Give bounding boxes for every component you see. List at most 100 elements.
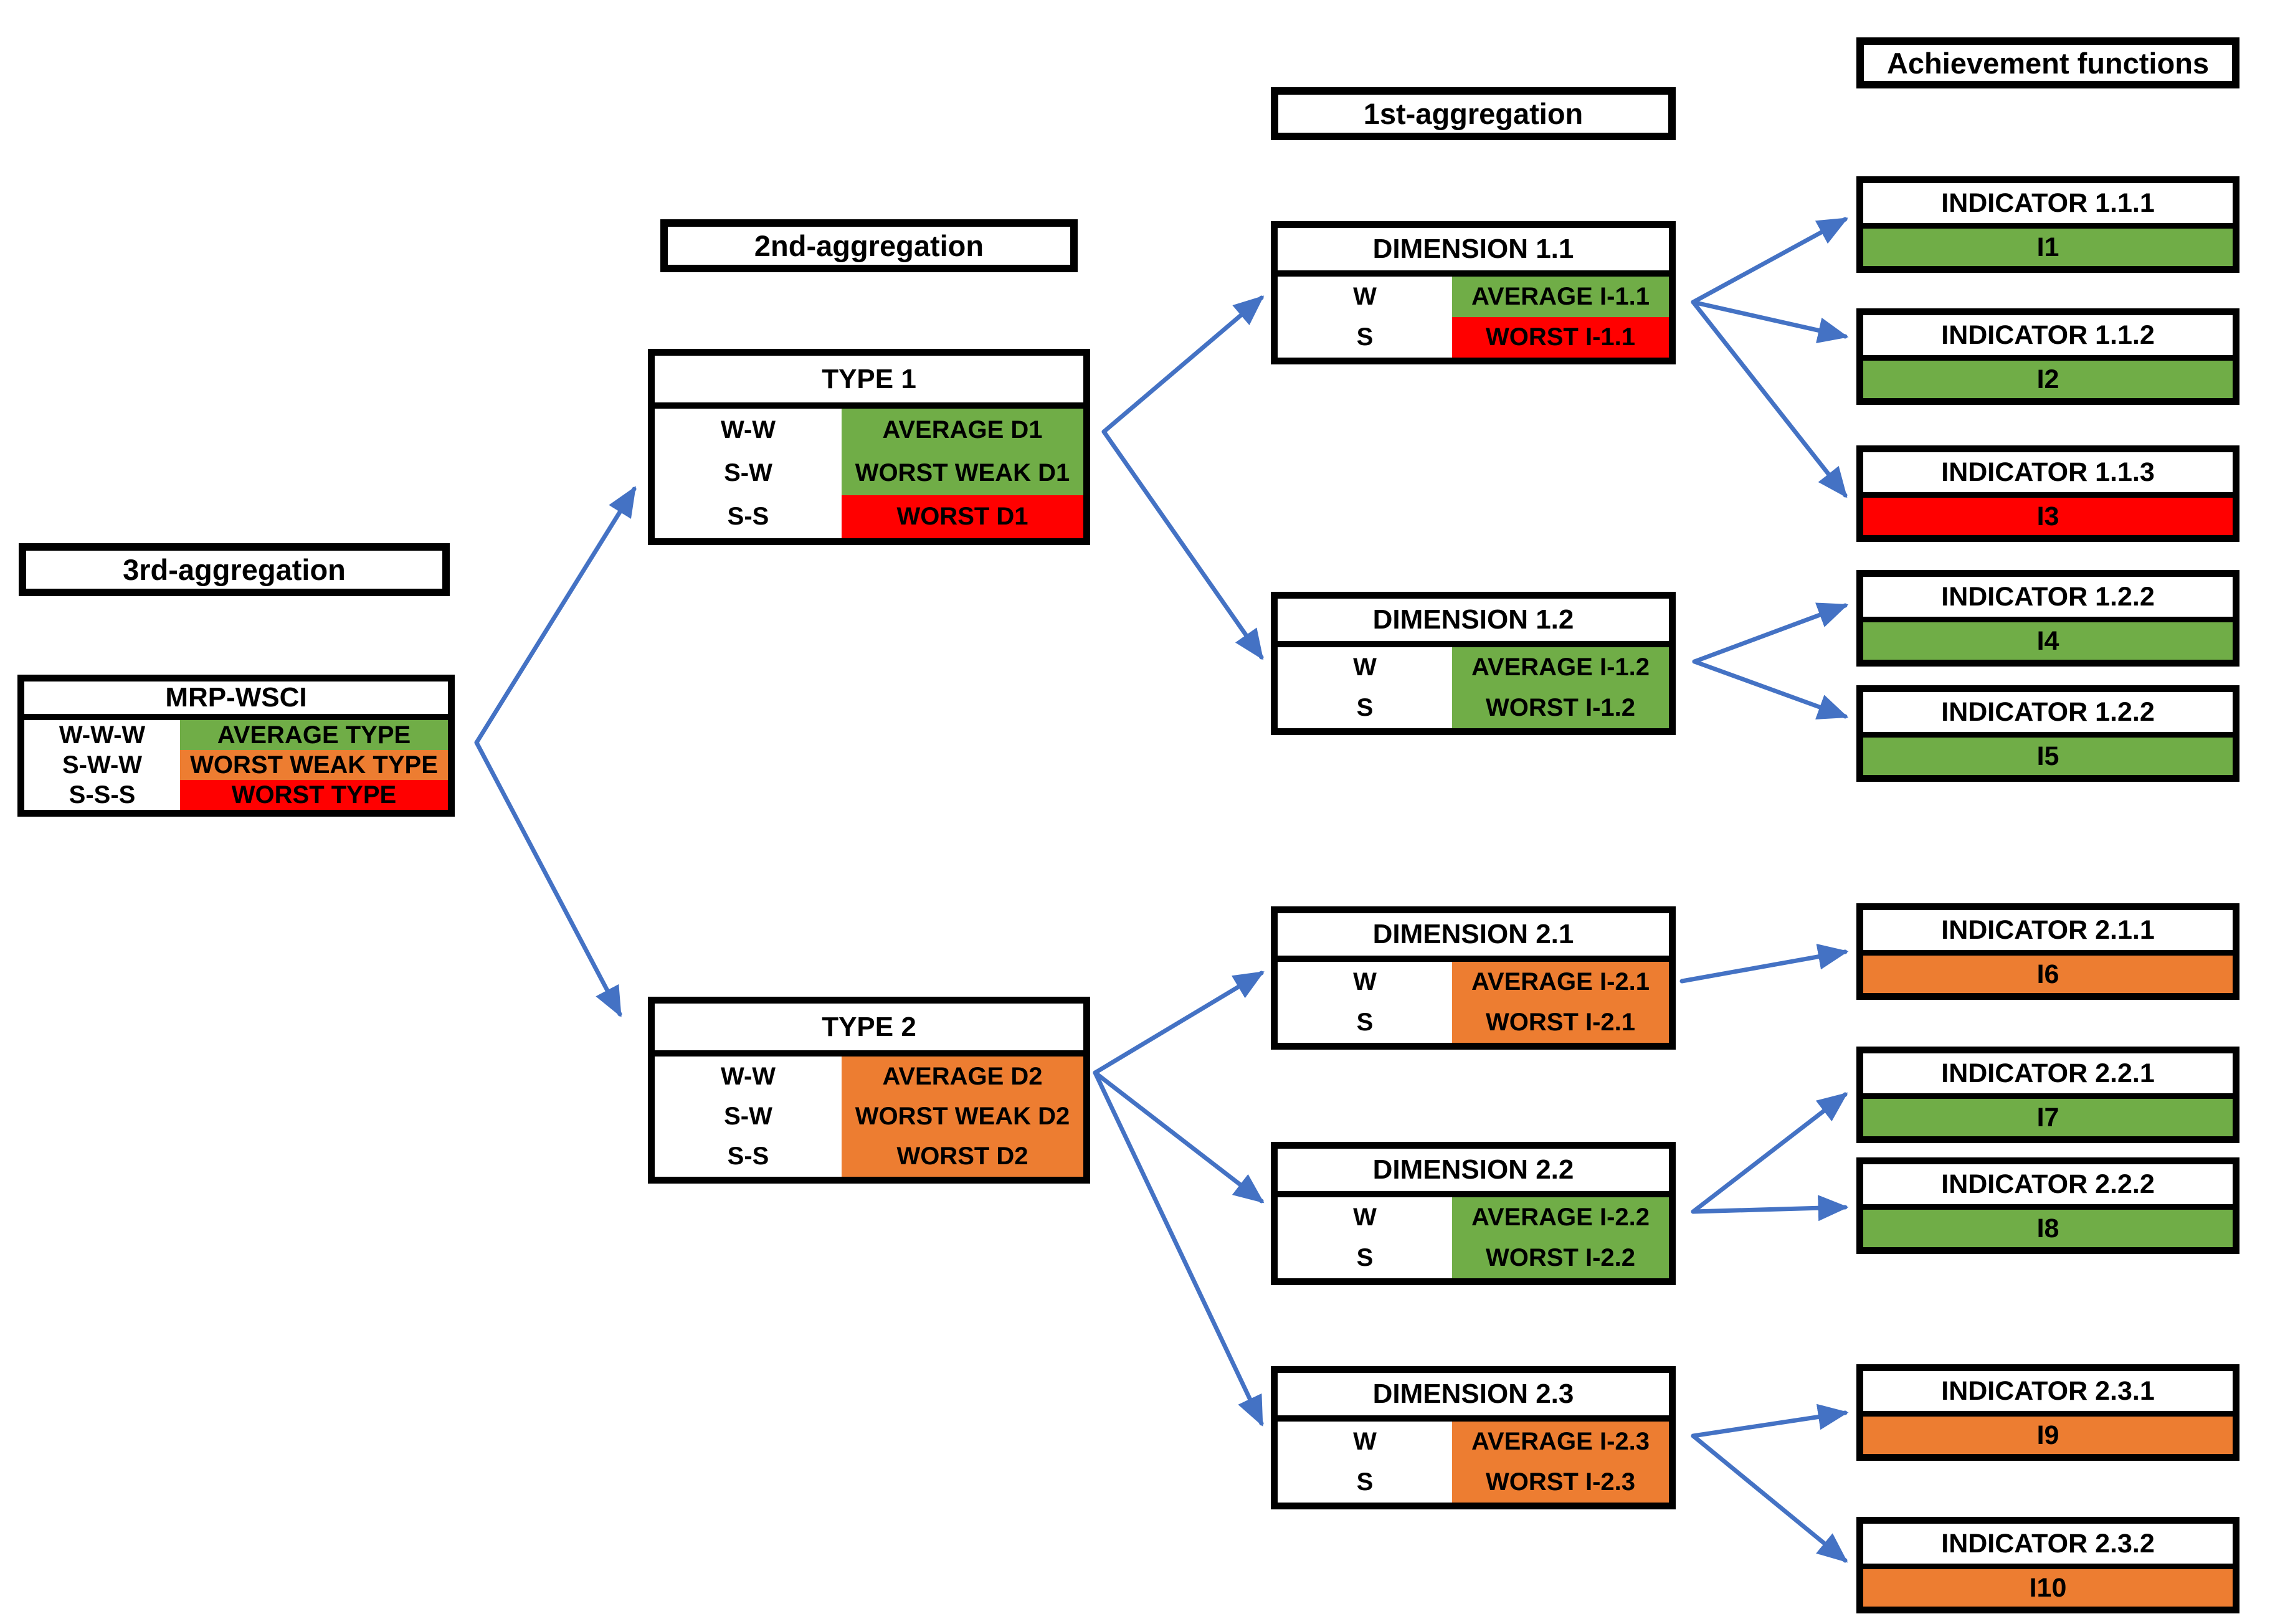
header-1st-aggregation-label: 1st-aggregation xyxy=(1363,97,1584,130)
indicator-value: I1 xyxy=(1863,229,2233,266)
mrp-wsci-box: MRP-WSCI W-W-W AVERAGE TYPE S-W-W WORST … xyxy=(17,675,455,817)
arrow-dim11-to-i3 xyxy=(1691,300,1848,498)
row-label: S-S-S xyxy=(24,780,180,810)
row-label: W xyxy=(1278,1422,1452,1462)
type2-title: TYPE 2 xyxy=(655,1004,1083,1057)
row-value: WORST TYPE xyxy=(180,780,448,810)
type1-box: TYPE 1 W-W AVERAGE D1 S-W WORST WEAK D1 … xyxy=(648,349,1090,545)
row-value: WORST WEAK D2 xyxy=(842,1096,1083,1137)
arrow-dim11-to-i1 xyxy=(1691,217,1848,305)
table-row: W AVERAGE I-1.2 xyxy=(1278,647,1669,688)
arrow-dim23-to-i10 xyxy=(1691,1433,1848,1563)
indicator-2-3-1-box: INDICATOR 2.3.1 I9 xyxy=(1856,1364,2239,1461)
table-row: S WORST I-2.1 xyxy=(1278,1002,1669,1043)
arrow-type2-to-dim22 xyxy=(1093,1070,1265,1204)
indicator-title: INDICATOR 1.1.2 xyxy=(1863,315,2233,361)
header-2nd-aggregation: 2nd-aggregation xyxy=(660,219,1078,272)
arrow-type2-to-dim21 xyxy=(1093,971,1265,1075)
header-3rd-aggregation: 3rd-aggregation xyxy=(19,543,450,596)
arrow-dim23-to-i9 xyxy=(1691,1403,1849,1438)
indicator-value: I7 xyxy=(1863,1099,2233,1136)
dimension-1-1-title: DIMENSION 1.1 xyxy=(1278,228,1669,277)
row-label: W-W xyxy=(655,409,842,452)
arrow-dim21-to-i6 xyxy=(1679,943,1849,984)
dimension-2-1-rows: W AVERAGE I-2.1 S WORST I-2.1 xyxy=(1278,962,1669,1043)
dimension-1-2-title: DIMENSION 1.2 xyxy=(1278,599,1669,647)
indicator-2-1-1-box: INDICATOR 2.1.1 I6 xyxy=(1856,903,2239,1000)
indicator-1-2-2-box-i5: INDICATOR 1.2.2 I5 xyxy=(1856,685,2239,782)
mrp-wsci-title: MRP-WSCI xyxy=(24,681,448,720)
row-label: S-W-W xyxy=(24,750,180,780)
header-3rd-aggregation-label: 3rd-aggregation xyxy=(123,553,346,586)
table-row: S-W-W WORST WEAK TYPE xyxy=(24,750,448,780)
arrow-dim12-to-i5 xyxy=(1692,659,1849,719)
arrow-type1-to-dim11 xyxy=(1101,295,1265,434)
indicator-1-2-2-box-i4: INDICATOR 1.2.2 I4 xyxy=(1856,570,2239,667)
indicator-value: I5 xyxy=(1863,738,2233,775)
indicator-title: INDICATOR 2.2.1 xyxy=(1863,1053,2233,1099)
row-value: AVERAGE I-2.3 xyxy=(1452,1422,1669,1462)
row-label: S-S xyxy=(655,495,842,538)
arrow-dim22-to-i7 xyxy=(1691,1092,1848,1214)
header-2nd-aggregation-label: 2nd-aggregation xyxy=(754,229,984,262)
dimension-1-1-box: DIMENSION 1.1 W AVERAGE I-1.1 S WORST I-… xyxy=(1271,221,1676,364)
row-label: S xyxy=(1278,1462,1452,1503)
table-row: S-W WORST WEAK D1 xyxy=(655,452,1083,495)
type2-rows: W-W AVERAGE D2 S-W WORST WEAK D2 S-S WOR… xyxy=(655,1057,1083,1177)
dimension-2-1-box: DIMENSION 2.1 W AVERAGE I-2.1 S WORST I-… xyxy=(1271,906,1676,1050)
row-label: W xyxy=(1278,277,1452,317)
table-row: S-S-S WORST TYPE xyxy=(24,780,448,810)
row-value: WORST I-2.2 xyxy=(1452,1238,1669,1278)
table-row: S-W WORST WEAK D2 xyxy=(655,1096,1083,1137)
table-row: S-S WORST D2 xyxy=(655,1136,1083,1177)
dimension-2-3-rows: W AVERAGE I-2.3 S WORST I-2.3 xyxy=(1278,1422,1669,1503)
table-row: W-W AVERAGE D2 xyxy=(655,1057,1083,1097)
dimension-2-1-title: DIMENSION 2.1 xyxy=(1278,913,1669,962)
mrp-wsci-rows: W-W-W AVERAGE TYPE S-W-W WORST WEAK TYPE… xyxy=(24,720,448,810)
dimension-2-2-title: DIMENSION 2.2 xyxy=(1278,1149,1669,1197)
row-label: S xyxy=(1278,1238,1452,1278)
table-row: W-W AVERAGE D1 xyxy=(655,409,1083,452)
arrow-mrp-to-type2 xyxy=(474,740,622,1017)
indicator-title: INDICATOR 2.2.2 xyxy=(1863,1164,2233,1210)
row-value: AVERAGE D2 xyxy=(842,1057,1083,1097)
row-value: WORST WEAK D1 xyxy=(842,452,1083,495)
table-row: W AVERAGE I-1.1 xyxy=(1278,277,1669,317)
table-row: S WORST I-2.3 xyxy=(1278,1462,1669,1503)
row-value: AVERAGE I-1.2 xyxy=(1452,647,1669,688)
table-row: W-W-W AVERAGE TYPE xyxy=(24,720,448,750)
row-value: AVERAGE I-2.1 xyxy=(1452,962,1669,1002)
indicator-2-3-2-box: INDICATOR 2.3.2 I10 xyxy=(1856,1517,2239,1613)
row-label: S-W xyxy=(655,1096,842,1137)
header-achievement-functions: Achievement functions xyxy=(1856,37,2239,88)
row-value: WORST I-2.3 xyxy=(1452,1462,1669,1503)
indicator-title: INDICATOR 2.3.1 xyxy=(1863,1371,2233,1417)
table-row: W AVERAGE I-2.1 xyxy=(1278,962,1669,1002)
indicator-title: INDICATOR 1.1.1 xyxy=(1863,183,2233,229)
row-value: AVERAGE TYPE xyxy=(180,720,448,750)
table-row: S-S WORST D1 xyxy=(655,495,1083,538)
table-row: W AVERAGE I-2.2 xyxy=(1278,1197,1669,1238)
indicator-value: I4 xyxy=(1863,622,2233,660)
indicator-2-2-2-box: INDICATOR 2.2.2 I8 xyxy=(1856,1157,2239,1254)
arrow-dim22-to-i8 xyxy=(1691,1195,1849,1222)
table-row: W AVERAGE I-2.3 xyxy=(1278,1422,1669,1462)
row-value: WORST I-2.1 xyxy=(1452,1002,1669,1043)
indicator-1-1-1-box: INDICATOR 1.1.1 I1 xyxy=(1856,176,2239,273)
row-value: AVERAGE I-1.1 xyxy=(1452,277,1669,317)
indicator-title: INDICATOR 1.1.3 xyxy=(1863,452,2233,498)
dimension-1-2-rows: W AVERAGE I-1.2 S WORST I-1.2 xyxy=(1278,647,1669,728)
header-achievement-functions-label: Achievement functions xyxy=(1886,46,2210,80)
indicator-value: I8 xyxy=(1863,1210,2233,1247)
row-label: S xyxy=(1278,317,1452,358)
table-row: S WORST I-2.2 xyxy=(1278,1238,1669,1278)
indicator-value: I6 xyxy=(1863,956,2233,993)
indicator-title: INDICATOR 1.2.2 xyxy=(1863,692,2233,738)
arrow-mrp-to-type1 xyxy=(474,486,637,745)
dimension-2-3-box: DIMENSION 2.3 W AVERAGE I-2.3 S WORST I-… xyxy=(1271,1366,1676,1509)
row-value: WORST D1 xyxy=(842,495,1083,538)
row-value: WORST D2 xyxy=(842,1136,1083,1177)
table-row: S WORST I-1.2 xyxy=(1278,688,1669,728)
